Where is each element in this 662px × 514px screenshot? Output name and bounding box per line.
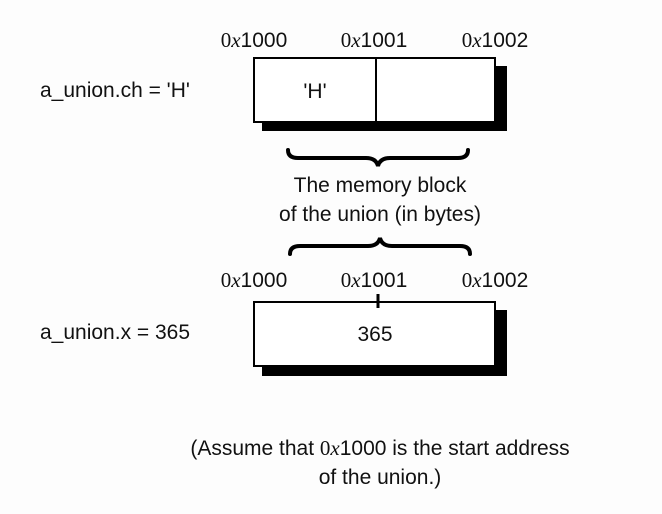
footnote-line-2: of the union.) <box>318 466 442 489</box>
bottom-box-value: 365 <box>357 323 393 346</box>
top-brace <box>286 148 470 167</box>
bottom-memory-box <box>253 301 496 367</box>
top-variable-label: a_union.ch = 'H' <box>40 79 190 102</box>
bottom-address-1: 0x1001 <box>340 268 408 292</box>
caption-line-2: of the union (in bytes) <box>279 203 481 226</box>
top-cell-0-value: 'H' <box>303 80 327 103</box>
bottom-address-2: 0x1002 <box>461 268 529 292</box>
top-address-0: 0x1000 <box>220 28 288 52</box>
caption-line-1: The memory block <box>293 174 467 197</box>
top-address-1: 0x1001 <box>340 28 408 52</box>
top-address-2: 0x1002 <box>461 28 529 52</box>
top-memory-box <box>253 57 496 123</box>
bottom-brace <box>288 237 472 256</box>
bottom-address-0: 0x1000 <box>220 268 288 292</box>
footnote-line-1: (Assume that 0x1000 is the start address <box>190 436 570 460</box>
bottom-variable-label: a_union.x = 365 <box>40 321 191 344</box>
